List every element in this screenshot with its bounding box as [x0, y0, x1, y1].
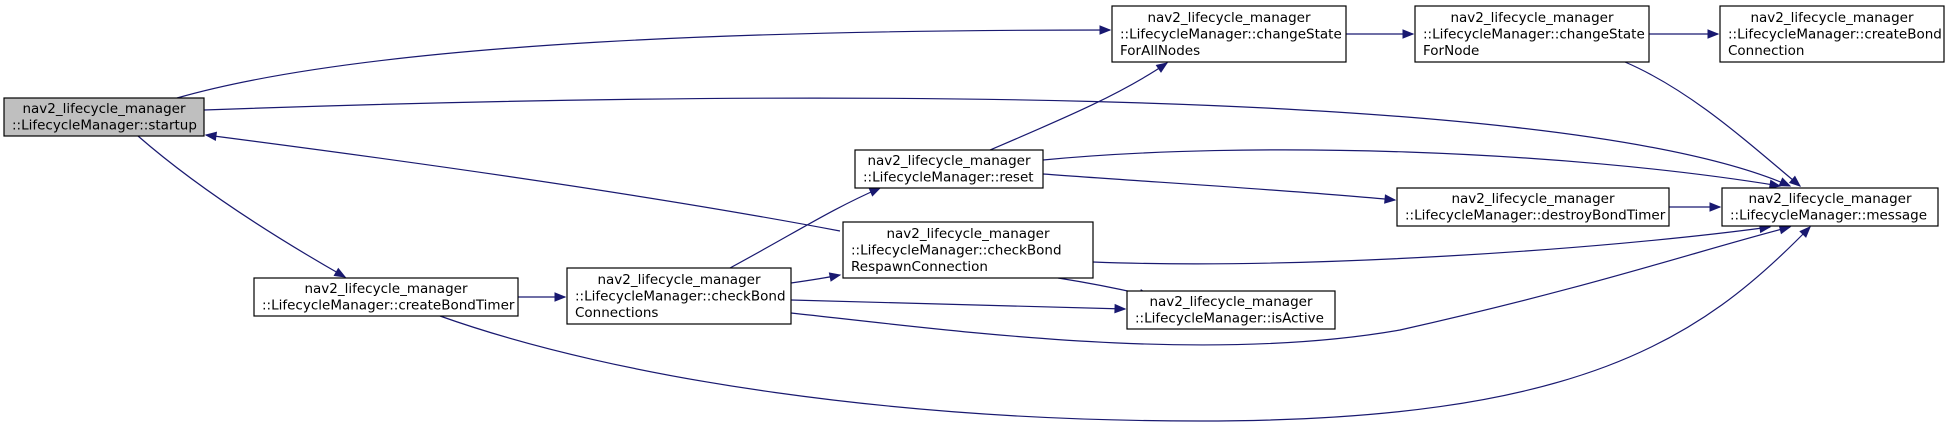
arrowhead-icon — [1709, 202, 1722, 212]
edge-line — [137, 135, 346, 278]
edge-reset-to-message — [1042, 149, 1782, 189]
edge-createBondTimer-to-checkBondConnections — [518, 292, 567, 302]
node-box[interactable] — [1111, 5, 1347, 63]
node-label-line: nav2_lifecycle_manager — [1750, 10, 1913, 26]
node-label-line: nav2_lifecycle_manager — [1748, 191, 1911, 207]
edge-checkBondRespawnConnection-to-message — [1092, 223, 1772, 265]
node-label-line: ForNode — [1423, 43, 1479, 59]
edges-layer — [137, 25, 1811, 422]
node-label-line: nav2_lifecycle_manager — [304, 281, 467, 297]
node-startup[interactable]: nav2_lifecycle_manager::LifecycleManager… — [3, 97, 205, 137]
node-label-line: nav2_lifecycle_manager — [1149, 294, 1312, 310]
edge-changeStateForAllNodes-to-changeStateForNode — [1346, 29, 1415, 39]
edge-changeStateForNode-to-message — [1624, 61, 1802, 187]
node-changeStateForNode[interactable]: nav2_lifecycle_manager::LifecycleManager… — [1414, 5, 1650, 63]
arrowhead-icon — [333, 267, 347, 278]
edge-createBondTimer-to-message — [439, 226, 1811, 422]
node-changeStateForAllNodes[interactable]: nav2_lifecycle_manager::LifecycleManager… — [1111, 5, 1347, 63]
arrowhead-icon — [1707, 29, 1720, 39]
node-label-line: ::LifecycleManager::destroyBondTimer — [1405, 208, 1666, 224]
arrowhead-icon — [868, 187, 882, 197]
node-createBondConnection[interactable]: nav2_lifecycle_manager::LifecycleManager… — [1719, 5, 1945, 63]
edge-line — [1092, 226, 1771, 265]
edge-startup-to-createBondTimer — [137, 135, 347, 278]
node-box[interactable] — [854, 149, 1044, 189]
node-label-line: ::LifecycleManager::createBond — [1728, 26, 1942, 42]
edge-changeStateForNode-to-createBondConnection — [1649, 29, 1720, 39]
edge-checkBondConnections-to-reset — [729, 187, 882, 269]
node-label-line: ::LifecycleManager::createBondTimer — [262, 298, 515, 314]
node-isActive[interactable]: nav2_lifecycle_manager::LifecycleManager… — [1126, 290, 1336, 330]
arrowhead-icon — [1114, 303, 1127, 314]
edge-line — [729, 187, 881, 269]
arrowhead-icon — [1778, 225, 1792, 235]
edge-line — [176, 29, 1111, 99]
edge-line — [1042, 173, 1396, 201]
node-label-line: ::LifecycleManager::checkBond — [575, 288, 786, 304]
arrowhead-icon — [1099, 25, 1112, 35]
node-checkBondConnections[interactable]: nav2_lifecycle_manager::LifecycleManager… — [566, 267, 792, 325]
edge-line — [790, 226, 1791, 346]
arrowhead-icon — [1788, 175, 1802, 187]
node-label-line: nav2_lifecycle_manager — [867, 153, 1030, 169]
arrowhead-icon — [1155, 62, 1169, 73]
node-label-line: nav2_lifecycle_manager — [1451, 191, 1614, 207]
edge-startup-to-changeStateForAllNodes — [176, 25, 1112, 99]
node-label-line: ::LifecycleManager::message — [1730, 208, 1927, 224]
node-box[interactable] — [1721, 187, 1939, 227]
node-destroyBondTimer[interactable]: nav2_lifecycle_manager::LifecycleManager… — [1396, 187, 1670, 227]
arrowhead-icon — [828, 272, 842, 282]
node-label-line: ::LifecycleManager::checkBond — [851, 242, 1062, 258]
arrowhead-icon — [204, 131, 218, 142]
node-box[interactable] — [1396, 187, 1670, 227]
edge-line — [790, 299, 1126, 310]
edge-line — [1624, 61, 1801, 187]
edge-reset-to-destroyBondTimer — [1042, 173, 1397, 204]
node-checkBondRespawnConnection[interactable]: nav2_lifecycle_manager::LifecycleManager… — [842, 221, 1094, 279]
node-box[interactable] — [3, 97, 205, 137]
node-box[interactable] — [253, 277, 519, 317]
arrowhead-icon — [1768, 179, 1782, 189]
node-message[interactable]: nav2_lifecycle_manager::LifecycleManager… — [1721, 187, 1939, 227]
edge-line — [205, 134, 841, 232]
edge-line — [1042, 149, 1781, 187]
node-box[interactable] — [566, 267, 792, 325]
edge-startup-to-message — [203, 97, 1792, 187]
nodes-layer: nav2_lifecycle_manager::LifecycleManager… — [3, 5, 1945, 330]
node-label-line: RespawnConnection — [851, 259, 988, 275]
node-label-line: ::LifecycleManager::changeState — [1120, 26, 1342, 42]
node-box[interactable] — [1126, 290, 1336, 330]
node-label-line: nav2_lifecycle_manager — [22, 101, 185, 117]
node-createBondTimer[interactable]: nav2_lifecycle_manager::LifecycleManager… — [253, 277, 519, 317]
edge-line — [989, 62, 1168, 151]
arrowhead-icon — [1778, 177, 1792, 187]
node-label-line: ::LifecycleManager::reset — [863, 170, 1034, 186]
edge-checkBondRespawnConnection-to-startup — [204, 131, 841, 232]
node-label-line: nav2_lifecycle_manager — [1450, 10, 1613, 26]
arrowhead-icon — [554, 292, 567, 302]
node-box[interactable] — [1414, 5, 1650, 63]
node-label-line: nav2_lifecycle_manager — [1147, 10, 1310, 26]
arrowhead-icon — [1799, 226, 1811, 238]
edge-line — [203, 97, 1791, 187]
node-label-line: ::LifecycleManager::startup — [12, 118, 197, 134]
edge-line — [439, 226, 1811, 422]
node-box[interactable] — [842, 221, 1094, 279]
node-label-line: ::LifecycleManager::changeState — [1423, 26, 1645, 42]
node-label-line: nav2_lifecycle_manager — [886, 226, 1049, 242]
edge-checkBondConnections-to-isActive — [790, 299, 1127, 314]
edge-checkBondConnections-to-checkBondRespawnConnection — [790, 272, 842, 284]
node-reset[interactable]: nav2_lifecycle_manager::LifecycleManager… — [854, 149, 1044, 189]
edge-reset-to-changeStateForAllNodes — [989, 62, 1169, 151]
node-label-line: ::LifecycleManager::isActive — [1135, 311, 1324, 327]
node-label-line: Connection — [1728, 43, 1804, 59]
arrowhead-icon — [1402, 29, 1415, 39]
edge-destroyBondTimer-to-message — [1668, 202, 1722, 212]
node-label-line: ForAllNodes — [1120, 43, 1200, 59]
arrowhead-icon — [1384, 194, 1397, 204]
node-label-line: Connections — [575, 305, 658, 321]
node-box[interactable] — [1719, 5, 1945, 63]
node-label-line: nav2_lifecycle_manager — [597, 272, 760, 288]
